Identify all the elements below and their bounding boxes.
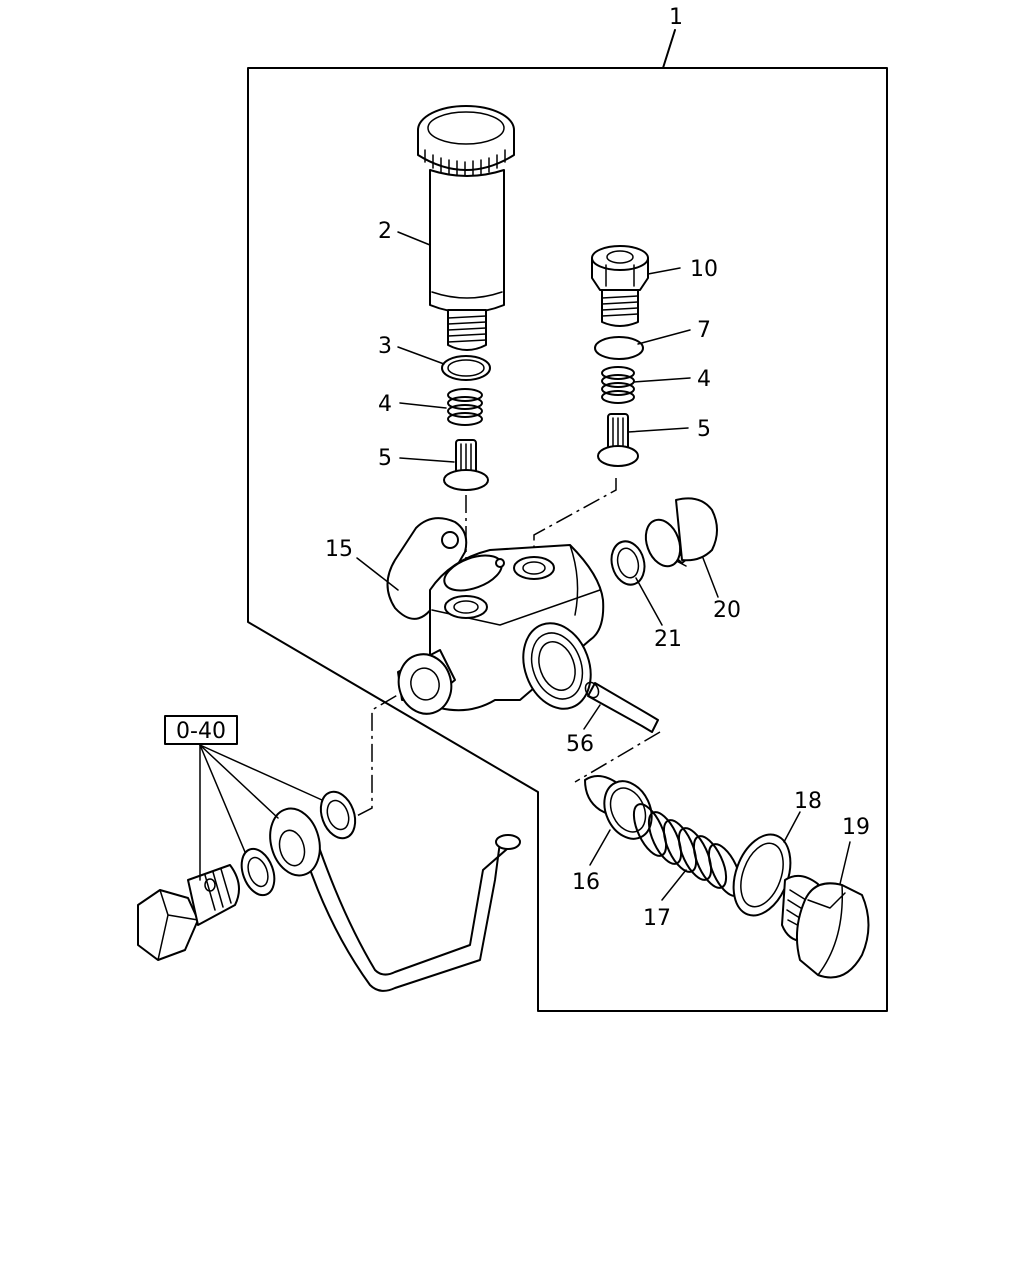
- valve-right: [597, 413, 639, 467]
- callout-5-left: 5: [378, 446, 392, 471]
- callout-10: 10: [690, 257, 718, 282]
- filter-cup: [417, 105, 515, 351]
- reference-box-label: 0-40: [176, 719, 226, 744]
- callout-7: 7: [697, 318, 711, 343]
- callout-56: 56: [566, 732, 594, 757]
- callout-5-right: 5: [697, 417, 711, 442]
- callout-4-right: 4: [697, 367, 711, 392]
- banjo-bolt: [137, 864, 240, 961]
- washer-21: [610, 540, 646, 586]
- callout-16: 16: [572, 870, 600, 895]
- plug-19: [781, 874, 870, 979]
- callout-20: 20: [713, 598, 741, 623]
- spring-17: [632, 803, 743, 897]
- assembly-frame: [247, 29, 888, 1012]
- spring-right: [601, 366, 635, 404]
- pin-56: [584, 681, 659, 733]
- washer-3: [441, 355, 491, 381]
- callout-labels: 1 2 3 4 5 10 7 4 5 15 20 21 56 16 17 18 …: [325, 5, 870, 931]
- pump-body: [386, 517, 605, 715]
- reference-box: 0-40: [164, 715, 238, 745]
- callout-18: 18: [794, 789, 822, 814]
- callout-15: 15: [325, 537, 353, 562]
- connector-10: [591, 245, 649, 327]
- callout-3: 3: [378, 334, 392, 359]
- fuel-pipe: [304, 834, 521, 992]
- callout-17: 17: [643, 906, 671, 931]
- plug-20: [644, 497, 718, 568]
- leader-lines: [199, 231, 851, 901]
- valve-left: [443, 439, 489, 491]
- sleeve-16: [584, 775, 653, 840]
- callout-19: 19: [842, 815, 870, 840]
- callout-4-left: 4: [378, 392, 392, 417]
- callout-1: 1: [669, 5, 683, 30]
- callout-2: 2: [378, 219, 392, 244]
- callout-21: 21: [654, 627, 682, 652]
- washer-7: [594, 336, 644, 360]
- washer-left-lower: [240, 847, 276, 897]
- washer-left-upper: [319, 790, 357, 840]
- spring-left: [447, 388, 483, 426]
- banjo-fitting: [269, 807, 321, 877]
